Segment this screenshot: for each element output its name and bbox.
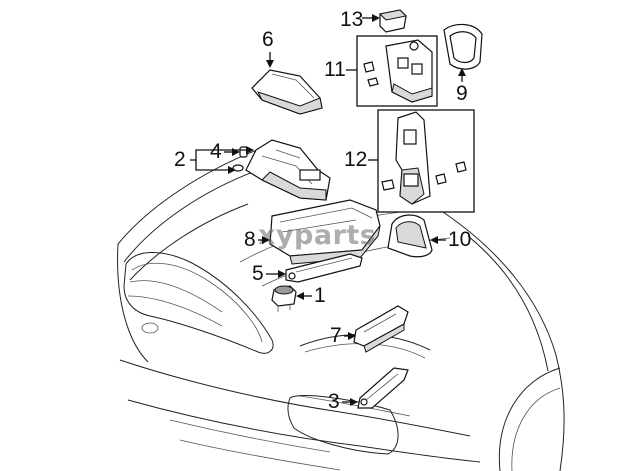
callouts: 13 6 11 9 4 2 12 8 10 [174,8,471,413]
box-11-junction-block [356,35,438,107]
part-1-relay [271,285,297,312]
callout-2: 2 [174,148,186,171]
callout-13: 13 [340,8,363,31]
part-2-lower-housing [232,139,331,201]
callout-12: 12 [344,148,367,171]
callout-11: 11 [324,58,346,81]
callout-8: 8 [244,228,256,251]
callout-5: 5 [252,262,264,285]
callout-4: 4 [210,140,222,163]
part-3-bracket [357,367,409,409]
part-7-block [353,305,409,353]
callout-10: 10 [448,228,471,251]
callout-7: 7 [330,324,342,347]
callout-6: 6 [262,28,274,51]
box-12-junction-block [377,109,475,213]
part-8-relay-block [269,199,381,265]
watermark: xyparts [258,220,376,251]
part-13-relay [378,9,408,33]
callout-9: 9 [456,82,468,105]
part-10-cover [387,214,433,258]
callout-1: 1 [314,284,326,307]
part-9-gasket [443,23,483,70]
part-6-upper-cover [251,69,323,115]
callout-3: 3 [328,390,340,413]
vehicle-outline [117,147,565,471]
part-5-bracket [285,253,363,283]
